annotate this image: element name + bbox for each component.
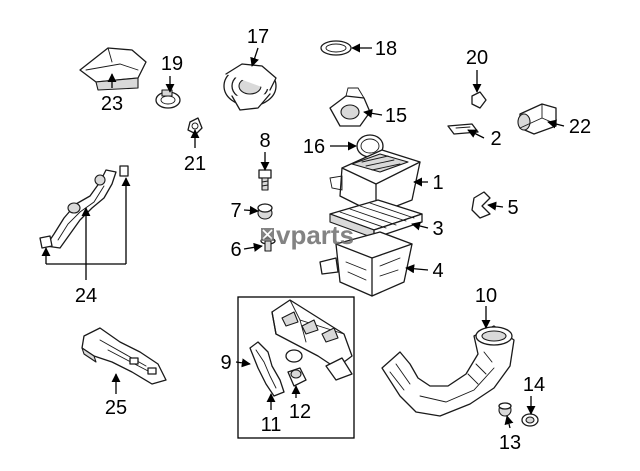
callout-18: 18 (375, 38, 397, 60)
callout-12: 12 (289, 401, 311, 423)
part-3-air-filter[interactable] (329, 199, 423, 239)
callout-19: 19 (161, 53, 183, 75)
callout-15: 15 (385, 105, 407, 127)
callout-17: 17 (247, 26, 269, 48)
part-17-intake-adapter[interactable] (223, 63, 277, 111)
part-14-grommet[interactable] (521, 413, 539, 427)
callout-23: 23 (101, 93, 123, 115)
callout-6: 6 (230, 239, 241, 261)
callout-24: 24 (75, 285, 97, 307)
callout-2: 2 (490, 128, 501, 150)
callout-22: 22 (569, 116, 591, 138)
callout-5: 5 (507, 197, 518, 219)
part-23-duct-cover[interactable] (79, 47, 147, 91)
callout-11: 11 (261, 414, 282, 436)
callout-13: 13 (499, 432, 521, 454)
part-5-clip[interactable] (471, 191, 491, 219)
callout-3: 3 (432, 218, 443, 240)
callout-8: 8 (259, 130, 270, 152)
part-10-intake-hose[interactable] (381, 325, 515, 417)
callout-14: 14 (523, 374, 545, 396)
callout-4: 4 (432, 260, 443, 282)
part-20-clip[interactable] (471, 91, 487, 109)
part-25-bracket[interactable] (81, 327, 167, 385)
callout-1: 1 (432, 172, 443, 194)
part-11-hose[interactable] (249, 341, 285, 397)
part-13-nut[interactable] (498, 402, 512, 417)
callout-21: 21 (184, 153, 206, 175)
part-24-breather-hose[interactable] (39, 165, 129, 249)
part-18-clamp-ring[interactable] (320, 40, 352, 56)
callout-10: 10 (475, 285, 497, 307)
part-15-maf-sensor[interactable] (329, 87, 371, 127)
part-22-inlet-duct[interactable] (517, 103, 557, 135)
part-8-bolt[interactable] (258, 169, 272, 191)
part-1-air-cleaner-cover[interactable] (329, 149, 421, 215)
part-19-hose-clamp[interactable] (155, 89, 181, 109)
callout-25: 25 (105, 397, 127, 419)
leader-lines (41, 43, 565, 429)
watermark: vparts (261, 220, 354, 250)
part-7-grommet[interactable] (257, 203, 273, 220)
callout-7: 7 (230, 200, 241, 222)
callout-16: 16 (303, 136, 325, 158)
watermark-text: vparts (276, 220, 354, 250)
callout-9: 9 (220, 352, 231, 374)
part-4-air-cleaner-body[interactable] (319, 231, 413, 297)
part-12-connector[interactable] (285, 349, 307, 387)
callout-20: 20 (466, 47, 488, 69)
inset-box (237, 296, 355, 439)
part-9-resonator[interactable] (271, 299, 353, 381)
callout-numbers: 23 19 21 17 18 15 16 20 2 22 8 7 6 1 3 4… (75, 26, 591, 454)
